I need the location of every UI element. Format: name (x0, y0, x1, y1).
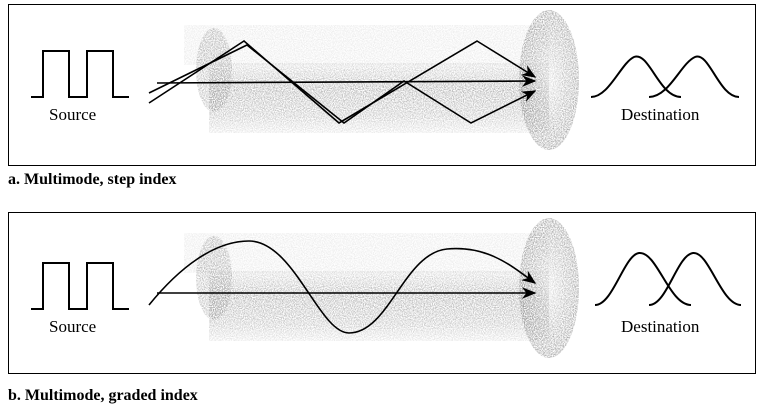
source-square-pulse (31, 50, 129, 98)
light-rays (148, 40, 537, 124)
destination-label: Destination (621, 317, 700, 336)
step-index-diagram (31, 10, 740, 150)
light-rays (148, 240, 537, 334)
fiber-cable (184, 10, 579, 150)
source-label: Source (49, 105, 97, 124)
destination-overlapping-pulses (590, 55, 740, 98)
fiber-cable (184, 218, 579, 358)
caption-graded-index: b. Multimode, graded index (8, 387, 198, 404)
caption-step-index: a. Multimode, step index (8, 171, 177, 188)
source-square-pulse (31, 262, 129, 310)
destination-label: Destination (621, 105, 700, 124)
destination-overlapping-pulses (594, 251, 742, 306)
graded-index-diagram (31, 218, 742, 358)
source-label: Source (49, 317, 97, 336)
panel-graded-index: Source Destination (8, 212, 756, 374)
panel-step-index: Source Destination (8, 4, 756, 166)
